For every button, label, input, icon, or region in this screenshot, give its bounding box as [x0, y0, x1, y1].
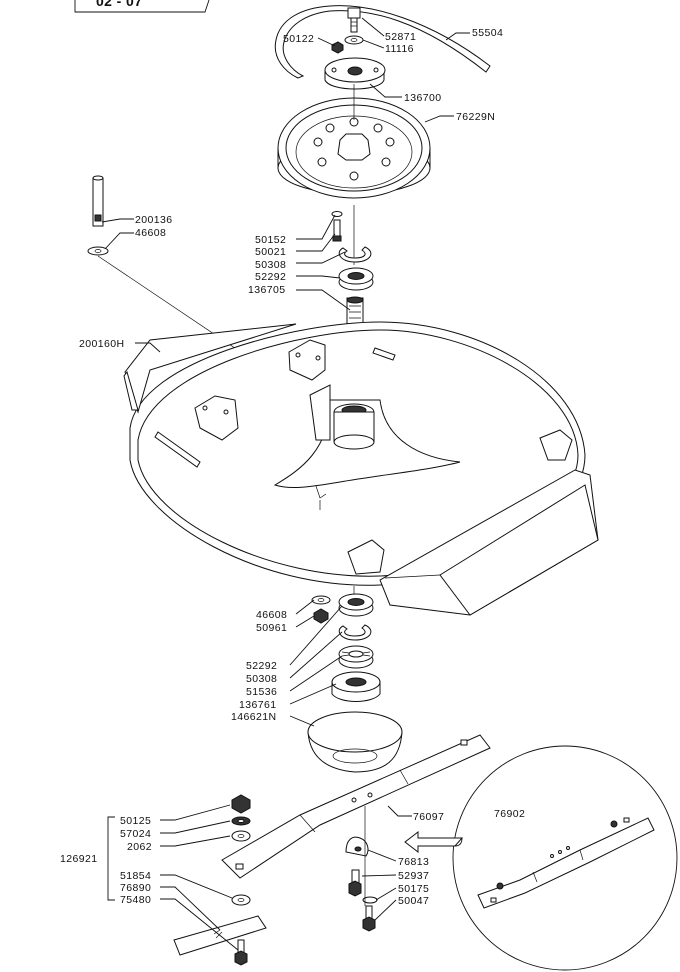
- label-76097: 76097: [413, 811, 444, 823]
- washer-11116: [344, 35, 364, 45]
- label-46608-bot: 46608: [256, 609, 287, 621]
- bolt-52937: [348, 869, 362, 897]
- pulley-76229N: [277, 97, 431, 199]
- bolt-75480: [234, 939, 248, 966]
- label-76890: 76890: [120, 882, 151, 894]
- washer-2062: [231, 830, 251, 842]
- label-136761: 136761: [239, 699, 276, 711]
- label-50122: 50122: [283, 33, 314, 45]
- label-51854: 51854: [120, 870, 151, 882]
- bearing-52292-bot: [338, 593, 374, 617]
- header-title: 02 - 07: [96, 0, 142, 9]
- top-bolt: [347, 7, 361, 33]
- belt: [274, 5, 491, 79]
- label-50308-bot: 50308: [246, 673, 277, 685]
- label-50308-top: 50308: [255, 259, 286, 271]
- label-2062: 2062: [127, 841, 152, 853]
- blade-76097: [221, 734, 491, 879]
- label-50125: 50125: [120, 815, 151, 827]
- washer-46608-top: [87, 246, 109, 256]
- bolt-50047: [362, 905, 376, 932]
- label-136700: 136700: [404, 92, 441, 104]
- label-50961: 50961: [256, 622, 287, 634]
- label-11116: 11116: [385, 43, 414, 55]
- bearing-51536: [338, 645, 374, 669]
- circlip-50308-top: [338, 246, 372, 263]
- label-55504: 55504: [472, 27, 503, 39]
- hub-plate-136700: [324, 57, 386, 90]
- cup-146621N: [307, 711, 403, 773]
- header-box: 02 - 07: [74, 0, 210, 13]
- washer-51854: [231, 894, 251, 906]
- label-50175: 50175: [398, 883, 429, 895]
- washer-50175: [362, 896, 378, 904]
- label-126921: 126921: [60, 853, 97, 865]
- detail-callout-76902: [404, 745, 678, 971]
- label-57024: 57024: [120, 828, 151, 840]
- label-200136: 200136: [135, 214, 172, 226]
- nut-50122: [331, 41, 344, 54]
- label-76813: 76813: [398, 856, 429, 868]
- label-50021: 50021: [255, 246, 286, 258]
- label-50047: 50047: [398, 895, 429, 907]
- part-labels: 55504 52871 50122 11116 136700 76229N 20…: [60, 27, 525, 907]
- washer-50152: [331, 211, 343, 217]
- label-51536: 51536: [246, 686, 277, 698]
- mower-deck-200160H: [123, 321, 599, 616]
- label-76229N: 76229N: [456, 111, 495, 123]
- label-146621N: 146621N: [231, 711, 276, 723]
- plate-76813: [345, 836, 369, 857]
- pin-200136: [92, 175, 104, 227]
- label-52292-top: 52292: [255, 271, 286, 283]
- bearing-52292-top: [338, 267, 374, 291]
- nut-50961: [313, 608, 329, 624]
- label-76902: 76902: [494, 808, 525, 820]
- label-200160H: 200160H: [79, 338, 124, 350]
- nut-50125: [231, 794, 251, 814]
- label-52871: 52871: [385, 31, 416, 43]
- label-136705: 136705: [248, 284, 285, 296]
- label-46608-top: 46608: [135, 227, 166, 239]
- label-52292-bot: 52292: [246, 660, 277, 672]
- washer-46608-bot: [311, 595, 331, 605]
- label-50152: 50152: [255, 234, 286, 246]
- hub-136761: [331, 671, 381, 702]
- leader-lines: [101, 17, 470, 951]
- washer-57024: [231, 816, 251, 826]
- label-75480: 75480: [120, 894, 151, 906]
- label-52937: 52937: [398, 870, 429, 882]
- bolt-50021: [332, 219, 342, 242]
- circlip-50308-bot: [338, 624, 372, 641]
